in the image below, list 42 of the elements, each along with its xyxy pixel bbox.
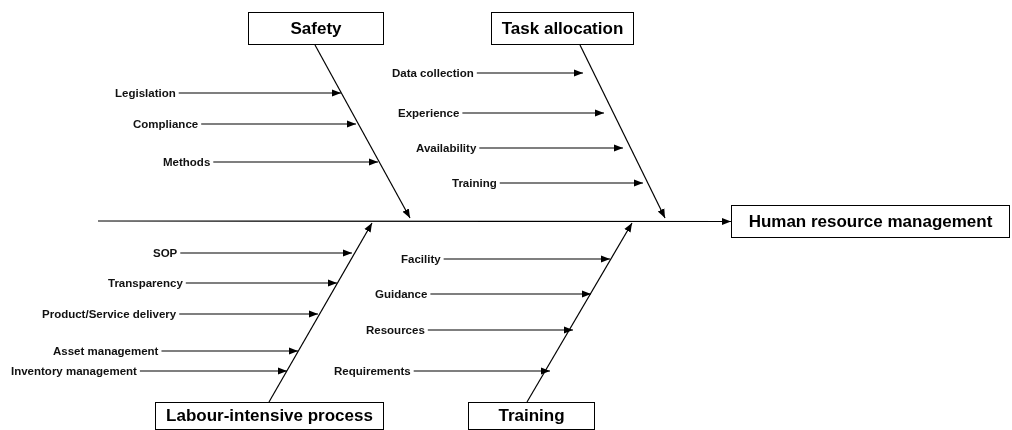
category-box: Labour-intensive process bbox=[155, 402, 384, 430]
cause-label: Inventory management bbox=[11, 364, 137, 378]
cause-label: Compliance bbox=[133, 117, 199, 131]
cause-label: Data collection bbox=[392, 66, 474, 80]
category-box: Safety bbox=[248, 12, 384, 45]
arrow bbox=[579, 44, 666, 219]
arrow bbox=[429, 290, 592, 298]
arrow bbox=[185, 279, 338, 287]
category-box: Task allocation bbox=[491, 12, 634, 45]
arrow bbox=[139, 367, 288, 375]
cause-label: SOP bbox=[153, 246, 178, 260]
cause-label: Guidance bbox=[375, 287, 428, 301]
arrow bbox=[413, 367, 551, 375]
arrow bbox=[212, 158, 379, 166]
arrow bbox=[97, 217, 732, 226]
arrow bbox=[461, 109, 605, 117]
arrow bbox=[476, 69, 584, 77]
arrow bbox=[443, 255, 611, 263]
arrow bbox=[160, 347, 299, 355]
arrow bbox=[526, 222, 633, 403]
arrow bbox=[200, 120, 357, 128]
cause-label: Methods bbox=[163, 155, 211, 169]
cause-label: Requirements bbox=[334, 364, 411, 378]
cause-label: Facility bbox=[401, 252, 441, 266]
cause-label: Transparency bbox=[108, 276, 183, 290]
arrow bbox=[499, 179, 644, 187]
arrow bbox=[427, 326, 574, 334]
cause-label: Resources bbox=[366, 323, 425, 337]
effect-box: Human resource management bbox=[731, 205, 1010, 238]
cause-label: Product/Service delivery bbox=[42, 307, 177, 321]
cause-label: Asset management bbox=[53, 344, 159, 358]
arrow bbox=[178, 310, 319, 318]
cause-label: Experience bbox=[398, 106, 460, 120]
arrow bbox=[268, 222, 373, 403]
arrow bbox=[179, 249, 353, 257]
category-box: Training bbox=[468, 402, 595, 430]
cause-label: Legislation bbox=[115, 86, 176, 100]
cause-label: Training bbox=[452, 176, 497, 190]
cause-label: Availability bbox=[416, 141, 477, 155]
arrow bbox=[178, 89, 342, 97]
arrow bbox=[478, 144, 624, 152]
arrow bbox=[314, 44, 411, 219]
